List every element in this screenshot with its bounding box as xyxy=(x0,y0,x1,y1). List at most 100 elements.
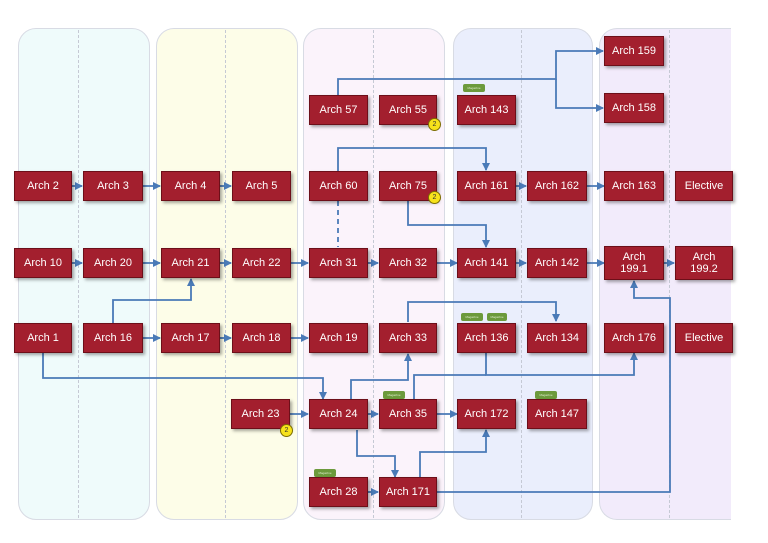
course-arch-4[interactable]: Arch 4 xyxy=(161,171,220,201)
course-label: Arch 16 xyxy=(94,332,132,344)
term-divider xyxy=(521,30,522,518)
term-divider xyxy=(669,30,670,518)
prerequisite-arrow xyxy=(555,79,604,112)
course-label: Arch 199.2 xyxy=(690,251,718,275)
course-tag: Magazine xyxy=(487,313,507,321)
course-label: Arch 24 xyxy=(319,408,358,420)
course-arch-35[interactable]: Arch 35 xyxy=(379,399,437,429)
course-label: Arch 3 xyxy=(97,180,129,192)
course-label: Arch 23 xyxy=(241,408,280,420)
elective-course[interactable]: Elective xyxy=(675,323,733,353)
course-label: Arch 19 xyxy=(319,332,358,344)
course-tag: Magazine xyxy=(383,391,405,399)
course-label: Arch 33 xyxy=(389,332,427,344)
course-arch-17[interactable]: Arch 17 xyxy=(161,323,220,353)
course-arch-172[interactable]: Arch 172 xyxy=(457,399,516,429)
course-arch-19[interactable]: Arch 19 xyxy=(309,323,368,353)
course-arch-16[interactable]: Arch 16 xyxy=(83,323,143,353)
course-label: Arch 18 xyxy=(242,332,281,344)
course-arch-199-2[interactable]: Arch 199.2 xyxy=(675,246,733,280)
course-arch-5[interactable]: Arch 5 xyxy=(232,171,291,201)
course-arch-163[interactable]: Arch 163 xyxy=(604,171,664,201)
course-label: Arch 2 xyxy=(27,180,59,192)
prerequisite-arrow xyxy=(112,278,195,323)
course-arch-33[interactable]: Arch 33 xyxy=(379,323,437,353)
course-tag: Magazine xyxy=(461,313,483,321)
course-arch-21[interactable]: Arch 21 xyxy=(161,248,220,278)
prerequisite-arrow xyxy=(485,352,638,376)
course-label: Arch 75 xyxy=(389,180,427,192)
course-arch-141[interactable]: Arch 141 xyxy=(457,248,516,278)
note-badge[interactable]: 2 xyxy=(428,191,441,204)
course-label: Arch 176 xyxy=(611,332,657,344)
course-label: Arch 17 xyxy=(171,332,210,344)
course-label: Arch 147 xyxy=(534,408,580,420)
prerequisite-arrow xyxy=(42,353,327,400)
course-arch-2[interactable]: Arch 2 xyxy=(14,171,72,201)
course-label: Arch 171 xyxy=(385,486,431,498)
course-arch-18[interactable]: Arch 18 xyxy=(232,323,291,353)
course-label: Arch 142 xyxy=(534,257,580,269)
course-arch-147[interactable]: Arch 147 xyxy=(527,399,587,429)
course-label: Arch 162 xyxy=(534,180,580,192)
course-arch-22[interactable]: Arch 22 xyxy=(232,248,291,278)
course-label: Arch 141 xyxy=(464,257,509,269)
course-label: Elective xyxy=(684,332,724,344)
course-arch-159[interactable]: Arch 159 xyxy=(604,36,664,66)
course-arch-143[interactable]: Arch 143 xyxy=(457,95,516,125)
term-divider xyxy=(225,30,226,518)
term-divider xyxy=(78,30,79,518)
elective-course[interactable]: Elective xyxy=(675,171,733,201)
course-label: Arch 1 xyxy=(27,332,59,344)
course-arch-23[interactable]: Arch 23 xyxy=(231,399,290,429)
course-label: Arch 31 xyxy=(319,257,358,269)
note-badge[interactable]: 2 xyxy=(280,424,293,437)
course-arch-57[interactable]: Arch 57 xyxy=(309,95,368,125)
course-label: Arch 143 xyxy=(464,104,509,116)
prerequisite-arrow xyxy=(337,147,490,171)
course-arch-75[interactable]: Arch 75 xyxy=(379,171,437,201)
course-arch-24[interactable]: Arch 24 xyxy=(309,399,368,429)
course-arch-161[interactable]: Arch 161 xyxy=(457,171,516,201)
course-label: Arch 28 xyxy=(319,486,358,498)
course-arch-136[interactable]: Arch 136 xyxy=(457,323,516,353)
course-arch-171[interactable]: Arch 171 xyxy=(379,477,437,507)
course-label: Arch 134 xyxy=(534,332,580,344)
course-label: Arch 35 xyxy=(389,408,427,420)
course-label: Arch 158 xyxy=(611,102,657,114)
course-arch-60[interactable]: Arch 60 xyxy=(309,171,368,201)
course-label: Arch 22 xyxy=(242,257,281,269)
course-arch-142[interactable]: Arch 142 xyxy=(527,248,587,278)
term-divider xyxy=(373,30,374,518)
course-arch-3[interactable]: Arch 3 xyxy=(83,171,143,201)
course-label: Arch 10 xyxy=(24,257,62,269)
course-arch-162[interactable]: Arch 162 xyxy=(527,171,587,201)
course-arch-134[interactable]: Arch 134 xyxy=(527,323,587,353)
course-arch-32[interactable]: Arch 32 xyxy=(379,248,437,278)
course-arch-176[interactable]: Arch 176 xyxy=(604,323,664,353)
prerequisite-arrow xyxy=(419,429,490,477)
course-arch-10[interactable]: Arch 10 xyxy=(14,248,72,278)
course-arch-199-1[interactable]: Arch 199.1 xyxy=(604,246,664,280)
course-label: Arch 55 xyxy=(389,104,427,116)
note-badge[interactable]: 2 xyxy=(428,118,441,131)
course-arch-31[interactable]: Arch 31 xyxy=(309,248,368,278)
course-arch-28[interactable]: Arch 28 xyxy=(309,477,368,507)
course-label: Arch 163 xyxy=(611,180,657,192)
course-label: Arch 172 xyxy=(464,408,509,420)
course-tag: Magazine xyxy=(535,391,557,399)
course-label: Arch 136 xyxy=(464,332,509,344)
course-arch-55[interactable]: Arch 55 xyxy=(379,95,437,125)
course-label: Arch 32 xyxy=(389,257,427,269)
course-label: Arch 5 xyxy=(245,180,278,192)
course-tag: Magazine xyxy=(463,84,485,92)
course-arch-20[interactable]: Arch 20 xyxy=(83,248,143,278)
course-arch-1[interactable]: Arch 1 xyxy=(14,323,72,353)
prerequisite-arrow xyxy=(356,430,399,478)
course-arch-158[interactable]: Arch 158 xyxy=(604,93,664,123)
course-tag: Magazine xyxy=(314,469,336,477)
course-label: Elective xyxy=(684,180,724,192)
course-label: Arch 20 xyxy=(94,257,132,269)
